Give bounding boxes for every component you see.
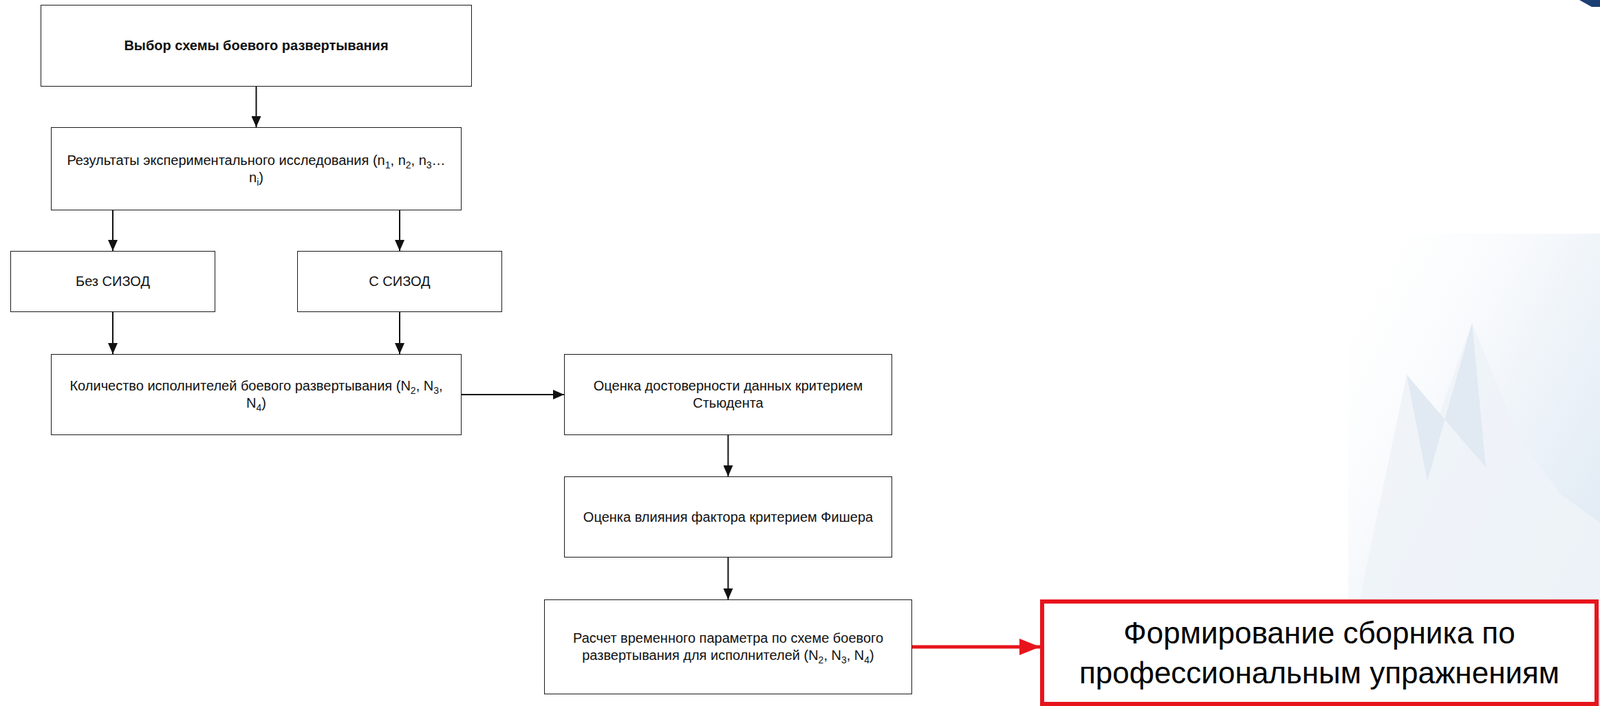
result-box: Формирование сборника по профессиональны… xyxy=(1040,599,1599,706)
box-label: Формирование сборника по профессиональны… xyxy=(1051,613,1588,693)
flow-arrow xyxy=(398,312,401,355)
process-box: Оценка достоверности данных критерием Ст… xyxy=(564,354,893,436)
process-box: Без СИЗОД xyxy=(10,251,216,313)
box-label: С СИЗОД xyxy=(368,273,430,291)
process-box: Оценка влияния фактора критерием Фишера xyxy=(564,476,893,558)
logo-corner xyxy=(1579,0,1600,7)
flow-arrow xyxy=(727,557,730,600)
box-label: Оценка влияния фактора критерием Фишера xyxy=(583,509,873,527)
flow-arrow xyxy=(255,86,258,128)
flow-arrow xyxy=(398,210,401,252)
process-box: Количество исполнителей боевого разверты… xyxy=(50,354,462,436)
start-box: Выбор схемы боевого развертывания xyxy=(40,4,472,87)
box-label: Количество исполнителей боевого разверты… xyxy=(61,377,452,413)
process-box: Расчет временного параметра по схеме бое… xyxy=(544,599,913,695)
flow-arrow xyxy=(461,394,565,396)
flow-arrow xyxy=(112,210,114,252)
box-label: Оценка достоверности данных критерием Ст… xyxy=(574,377,882,413)
flow-arrow xyxy=(112,312,114,355)
box-label: Выбор схемы боевого развертывания xyxy=(123,37,388,55)
box-label: Результаты экспериментального исследован… xyxy=(61,152,452,187)
process-box: Результаты экспериментального исследован… xyxy=(50,127,462,211)
box-label: Без СИЗОД xyxy=(75,273,150,291)
box-label: Расчет временного параметра по схеме бое… xyxy=(554,630,902,665)
flow-arrow xyxy=(727,435,730,477)
iceberg-shape xyxy=(1358,323,1600,620)
flow-arrow xyxy=(912,645,1041,650)
iceberg-shade xyxy=(1406,323,1486,482)
process-box: С СИЗОД xyxy=(297,251,503,313)
